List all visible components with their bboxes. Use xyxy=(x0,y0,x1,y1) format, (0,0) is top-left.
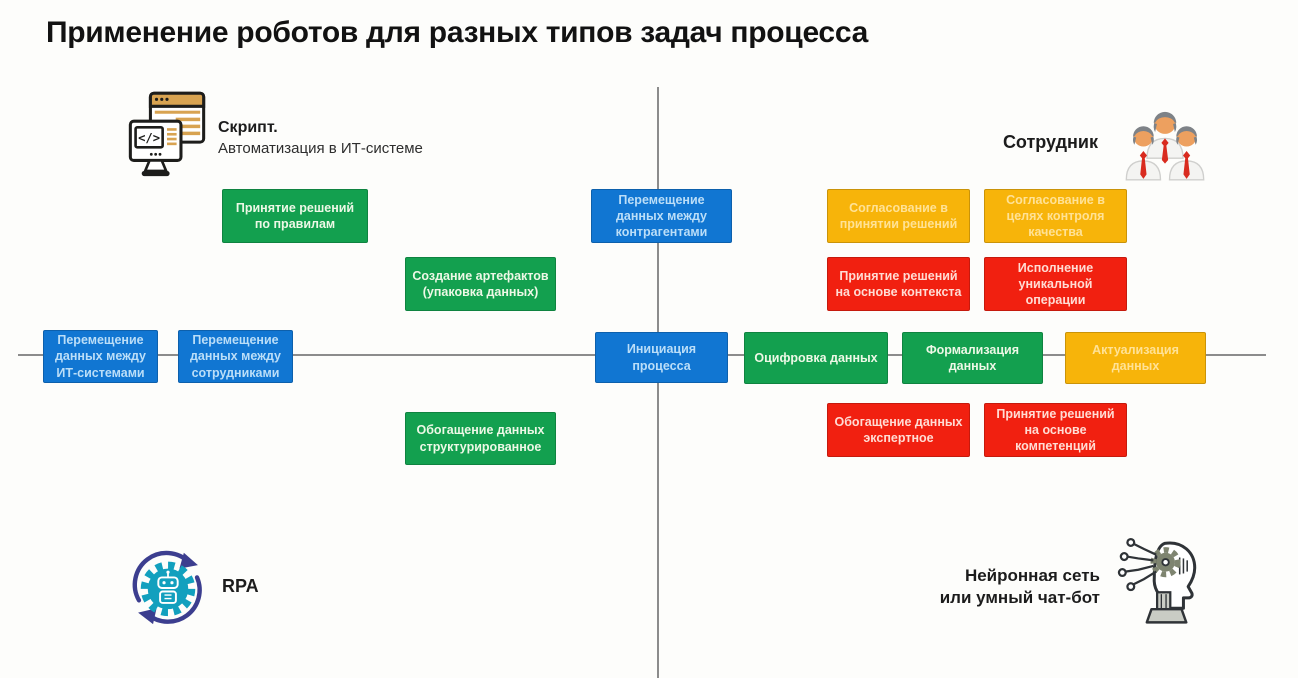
task-box-yellow: Согласование в целях контроля качества xyxy=(984,189,1127,243)
task-box-red: Исполнение уникальной операции xyxy=(984,257,1127,311)
task-box-green: Обогащение данных структурированное xyxy=(405,412,556,465)
employee-title: Сотрудник xyxy=(1002,132,1098,152)
diagram-title: Применение роботов для разных типов зада… xyxy=(46,16,868,49)
neural-title-line2: или умный чат-бот xyxy=(939,588,1100,607)
neural-title-line1: Нейронная сеть xyxy=(964,566,1100,585)
quadrant-label-neural: Нейронная сеть или умный чат-бот xyxy=(890,565,1100,609)
task-box-yellow: Согласование в принятии решений xyxy=(827,189,970,243)
script-subtitle: Автоматизация в ИТ-системе xyxy=(218,140,423,157)
quadrant-label-employee: Сотрудник xyxy=(930,132,1098,153)
quadrant-label-script: Скрипт. Автоматизация в ИТ-системе xyxy=(218,119,423,157)
task-box-green: Оцифровка данных xyxy=(744,332,888,384)
employees-icon xyxy=(1120,100,1210,189)
code-monitor-icon: </> xyxy=(123,88,211,189)
task-box-red: Принятие решений на основе контекста xyxy=(827,257,970,311)
task-box-red: Обогащение данных экспертное xyxy=(827,403,970,457)
task-box-green: Формализация данных xyxy=(902,332,1043,384)
script-title: Скрипт. xyxy=(218,119,278,136)
neural-network-head-icon xyxy=(1112,534,1206,633)
task-box-blue: Инициация процесса xyxy=(595,332,728,383)
quadrant-label-rpa: RPA xyxy=(222,576,259,597)
rpa-title: RPA xyxy=(222,576,259,596)
task-box-red: Принятие решений на основе компетенций xyxy=(984,403,1127,457)
task-box-yellow: Актуализация данных xyxy=(1065,332,1206,384)
task-box-blue: Перемещение данных между контрагентами xyxy=(591,189,732,243)
task-box-blue: Перемещение данных между сотрудниками xyxy=(178,330,293,383)
svg-text:</>: </> xyxy=(138,131,160,145)
task-box-green: Создание артефактов (упаковка данных) xyxy=(405,257,556,311)
rpa-cycle-icon xyxy=(124,544,212,637)
task-box-blue: Перемещение данных между ИТ-системами xyxy=(43,330,158,383)
task-box-green: Принятие решений по правилам xyxy=(222,189,368,243)
